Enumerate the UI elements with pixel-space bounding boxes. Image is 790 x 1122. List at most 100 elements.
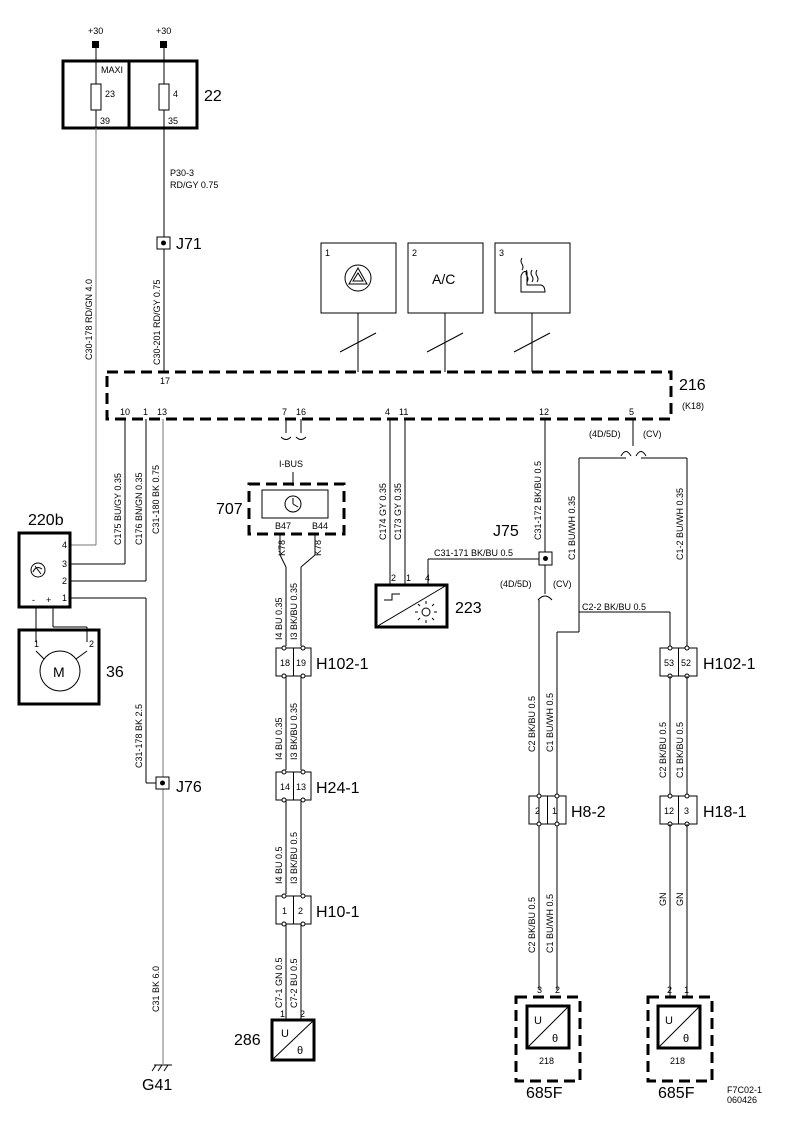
wire-c176: C176 BN/GN 0.35 <box>70 419 147 582</box>
svg-text:I3 BK/BU 0.35: I3 BK/BU 0.35 <box>289 583 299 640</box>
svg-text:H102-1: H102-1 <box>316 656 369 673</box>
power-label-left: +30 <box>88 26 103 36</box>
svg-text:(4D/5D): (4D/5D) <box>589 429 621 439</box>
svg-text:H102-1: H102-1 <box>703 656 756 673</box>
svg-text:C175 BU/GY 0.35: C175 BU/GY 0.35 <box>113 473 123 545</box>
svg-text:2: 2 <box>535 806 540 816</box>
svg-text:3: 3 <box>499 248 504 258</box>
svg-text:C31-172 BK/BU 0.5: C31-172 BK/BU 0.5 <box>533 461 543 540</box>
maxi-label: MAXI <box>101 65 123 75</box>
svg-text:J76: J76 <box>176 779 202 796</box>
junction-j76: J76 <box>155 776 202 796</box>
pulse-icon <box>384 593 400 601</box>
svg-text:5: 5 <box>629 407 634 417</box>
svg-text:G41: G41 <box>142 1077 172 1094</box>
fuse-23 <box>90 83 102 111</box>
svg-text:H18-1: H18-1 <box>703 804 747 821</box>
svg-text:J75: J75 <box>493 523 519 540</box>
fuse-box-ref: 22 <box>204 88 222 105</box>
svg-text:K78: K78 <box>313 540 323 556</box>
svg-text:θ: θ <box>297 1045 303 1057</box>
svg-text:3: 3 <box>62 559 67 569</box>
svg-text:4: 4 <box>385 407 390 417</box>
svg-text:I4 BU 0.35: I4 BU 0.35 <box>274 717 284 760</box>
svg-text:C31-178 BK 2.5: C31-178 BK 2.5 <box>134 704 144 768</box>
svg-text:GN: GN <box>675 893 685 907</box>
svg-text:53: 53 <box>664 658 674 668</box>
wire-c173: C173 GY 0.35 <box>393 419 406 585</box>
svg-text:1: 1 <box>684 985 689 995</box>
svg-text:16: 16 <box>296 407 306 417</box>
svg-text:2: 2 <box>89 639 94 649</box>
svg-text:1: 1 <box>143 407 148 417</box>
svg-text:I4 BU 0.35: I4 BU 0.35 <box>274 597 284 640</box>
sensor-685f-right: 2 1 U θ 218 685F <box>646 985 714 1102</box>
svg-text:-: - <box>32 595 35 605</box>
wire-p30-3: P30-3 RD/GY 0.75 C30-201 RD/GY 0.75 <box>152 128 218 372</box>
svg-text:C30-178 RD/GN 4.0: C30-178 RD/GN 4.0 <box>84 279 94 360</box>
svg-text:C174 GY 0.35: C174 GY 0.35 <box>378 483 388 540</box>
svg-text:10: 10 <box>120 407 130 417</box>
svg-text:C2 BK/BU 0.5: C2 BK/BU 0.5 <box>527 696 537 752</box>
svg-text:C2-2 BK/BU 0.5: C2-2 BK/BU 0.5 <box>582 602 646 612</box>
svg-text:C1 BU/WH 0.5: C1 BU/WH 0.5 <box>545 894 555 953</box>
svg-text:1: 1 <box>325 248 330 258</box>
svg-text:P30-3: P30-3 <box>170 168 194 178</box>
svg-text:17: 17 <box>160 376 170 386</box>
svg-text:19: 19 <box>296 658 306 668</box>
svg-text:H10-1: H10-1 <box>316 904 360 921</box>
svg-text:4: 4 <box>62 540 67 550</box>
svg-text:C1 BK/BU 0.5: C1 BK/BU 0.5 <box>675 722 685 778</box>
svg-text:18: 18 <box>280 658 290 668</box>
svg-text:K78: K78 <box>277 540 287 556</box>
wire-c1-2-buwh: C1-2 BU/WH 0.35 <box>641 457 688 648</box>
svg-text:C2 BK/BU 0.5: C2 BK/BU 0.5 <box>527 897 537 953</box>
svg-text:θ: θ <box>683 1033 689 1045</box>
connector-h102-1-left: 18 19 H102-1 <box>275 645 369 679</box>
svg-text:H24-1: H24-1 <box>316 780 360 797</box>
wire-c31-178: C31-178 BK 2.5 <box>134 704 144 768</box>
wire-c174: C174 GY 0.35 <box>378 419 391 585</box>
junction-j71: J71 <box>156 236 202 253</box>
module-216-ref: 216 <box>679 377 706 394</box>
hazard-icon <box>344 264 372 292</box>
fuse-right-number: 4 <box>173 89 178 99</box>
svg-text:223: 223 <box>455 600 482 617</box>
connector-h102-1-right: 53 52 H102-1 <box>659 645 756 679</box>
module-216-sub: (K18) <box>682 401 704 411</box>
svg-text:C1 BU/WH 0.5: C1 BU/WH 0.5 <box>545 693 555 752</box>
connector-h24-1: 14 13 H24-1 <box>275 769 360 803</box>
motor-icon <box>39 650 81 692</box>
svg-text:11: 11 <box>399 407 408 417</box>
svg-text:12: 12 <box>664 806 674 816</box>
svg-text:2: 2 <box>300 1009 305 1019</box>
svg-text:1: 1 <box>552 806 557 816</box>
svg-text:14: 14 <box>280 782 290 792</box>
svg-text:I4 BU 0.5: I4 BU 0.5 <box>274 846 284 884</box>
svg-text:RD/GY 0.75: RD/GY 0.75 <box>170 180 218 190</box>
svg-text:C1 BU/WH 0.35: C1 BU/WH 0.35 <box>567 496 577 560</box>
svg-text:J71: J71 <box>176 236 202 253</box>
power-terminal-right <box>160 41 167 48</box>
svg-text:U: U <box>534 1015 542 1027</box>
svg-text:36: 36 <box>106 664 124 681</box>
i-bus: I-BUS <box>279 419 307 486</box>
wire-c1-buwh: C1 BU/WH 0.35 <box>556 457 626 990</box>
svg-text:13: 13 <box>157 407 167 417</box>
svg-text:C30-201 RD/GY 0.75: C30-201 RD/GY 0.75 <box>152 280 162 365</box>
svg-text:218: 218 <box>670 1056 685 1066</box>
svg-text:C2 BK/BU 0.5: C2 BK/BU 0.5 <box>658 722 668 778</box>
switch-panel-hazard: 1 <box>320 242 397 372</box>
wire-c31-171: C31-171 BK/BU 0.5 <box>427 548 539 585</box>
svg-text:U: U <box>281 1028 289 1040</box>
svg-text:GN: GN <box>658 893 668 907</box>
component-707: B47 B44 707 <box>216 482 346 536</box>
light-icon <box>421 607 431 617</box>
svg-text:I-BUS: I-BUS <box>279 459 303 469</box>
svg-text:707: 707 <box>216 501 243 518</box>
svg-text:B47: B47 <box>275 521 291 531</box>
power-supply: +30 +30 <box>88 26 171 62</box>
fan-speed-icon <box>30 562 46 578</box>
svg-text:3: 3 <box>684 806 689 816</box>
